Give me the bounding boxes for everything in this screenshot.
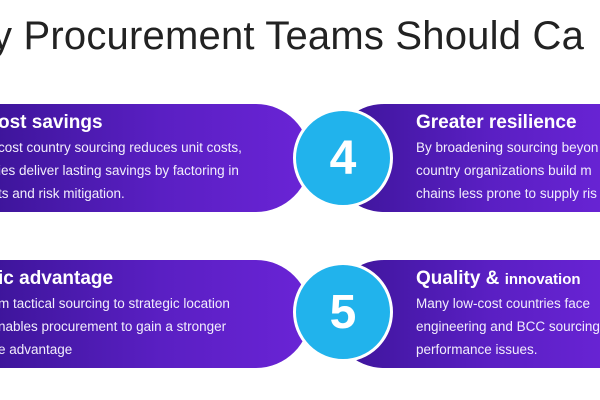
card-line: e advantage xyxy=(0,342,73,357)
card-line: Many low-cost countries face xyxy=(416,296,591,311)
title-text: y Procurement Teams Should Ca xyxy=(0,14,585,58)
card-line: ts and risk mitigation. xyxy=(0,186,125,201)
card-heading: Greater resilience xyxy=(416,112,577,133)
card-body: cost country sourcing reduces unit costs… xyxy=(0,136,242,205)
card-heading-small: innovation xyxy=(504,271,581,288)
card-heading-main: Quality & xyxy=(416,268,505,289)
card-heading: ic advantage xyxy=(0,268,114,289)
card-line: chains less prone to supply ris xyxy=(416,186,597,201)
card-line: performance issues. xyxy=(416,342,538,357)
number-badge-5: 5 xyxy=(293,262,393,362)
card-body: m tactical sourcing to strategic locatio… xyxy=(0,292,230,361)
card-line: ies deliver lasting savings by factoring… xyxy=(0,163,239,178)
page-title: y Procurement Teams Should Ca xyxy=(0,14,600,64)
number-badge-4: 4 xyxy=(293,108,393,208)
card-line: country organizations build m xyxy=(416,163,592,178)
card-line: By broadening sourcing beyon xyxy=(416,140,599,155)
card-heading: Quality & innovation xyxy=(416,268,581,290)
card-body: By broadening sourcing beyon country org… xyxy=(416,136,598,205)
card-line: nables procurement to gain a stronger xyxy=(0,319,227,334)
card-heading: ost savings xyxy=(0,112,103,133)
card-cost-savings: ost savings cost country sourcing reduce… xyxy=(0,104,310,212)
card-line: cost country sourcing reduces unit costs… xyxy=(0,140,242,155)
card-strategic-advantage: ic advantage m tactical sourcing to stra… xyxy=(0,260,310,368)
card-line: m tactical sourcing to strategic locatio… xyxy=(0,296,230,311)
card-body: Many low-cost countries face engineering… xyxy=(416,292,600,361)
card-line: engineering and BCC sourcing xyxy=(416,319,600,334)
